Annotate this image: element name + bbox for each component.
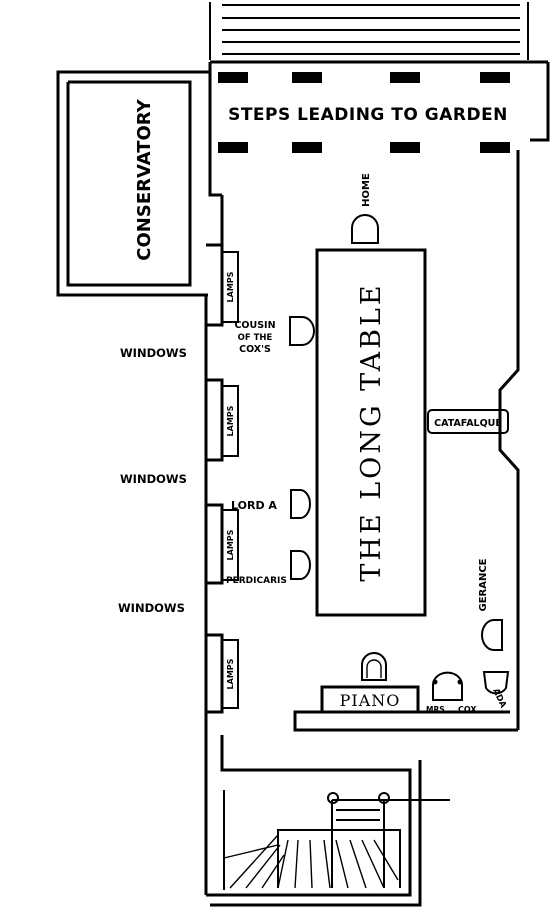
catafalque-label: CATAFALQUE <box>434 418 502 429</box>
svg-text:OF THE: OF THE <box>238 333 273 343</box>
lamps-label-3: LAMPS <box>226 529 235 560</box>
long-table <box>315 248 427 617</box>
windows-label-3: WINDOWS <box>118 601 185 615</box>
step-markers <box>218 72 510 153</box>
perdicaris-label: PERDICARIS <box>226 576 287 586</box>
mrs-label: MRS <box>426 705 445 714</box>
lord-a-label: LORD A <box>231 499 277 512</box>
window-bays <box>206 243 239 714</box>
conservatory-label: CONSERVATORY <box>134 98 155 260</box>
piano <box>320 685 420 714</box>
steps-label: STEPS LEADING TO GARDEN <box>228 105 508 125</box>
svg-text:COUSIN: COUSIN <box>234 320 275 331</box>
lamps-label-2: LAMPS <box>226 405 235 436</box>
windows-label-1: WINDOWS <box>120 346 187 360</box>
long-table-label: THE LONG TABLE <box>356 282 387 581</box>
windows-label-2: WINDOWS <box>120 472 187 486</box>
gerance-label: GERANCE <box>478 558 489 611</box>
staircase <box>223 790 450 890</box>
catafalque <box>427 409 509 434</box>
home-label: HOME <box>361 173 372 207</box>
chairs <box>289 214 510 701</box>
lamps-label-1: LAMPS <box>226 271 235 302</box>
piano-label: PIANO <box>340 691 401 710</box>
svg-text:COX'S: COX'S <box>239 344 271 355</box>
ada-label: ADA <box>490 687 508 710</box>
cox-label: COX <box>458 705 477 714</box>
garden-steps <box>209 2 529 60</box>
lamps-label-4: LAMPS <box>226 658 235 689</box>
cousin-label: COUSIN OF THE COX'S <box>234 320 275 355</box>
